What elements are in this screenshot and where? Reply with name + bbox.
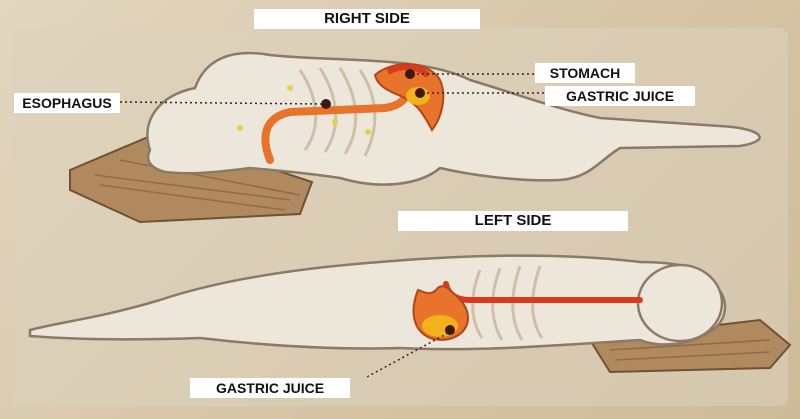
right-side-title: RIGHT SIDE: [254, 9, 480, 29]
body-top: [146, 51, 761, 186]
left-side-figure: [28, 254, 792, 379]
stomach-label: STOMACH: [535, 63, 635, 83]
body-bottom: [28, 254, 727, 351]
esophagus-label: ESOPHAGUS: [14, 93, 120, 113]
left-side-title: LEFT SIDE: [398, 211, 628, 231]
right-side-figure: [69, 51, 761, 224]
gastric-juice-label-top: GASTRIC JUICE: [545, 86, 695, 106]
gastric-juice-label-bottom: GASTRIC JUICE: [190, 378, 350, 398]
